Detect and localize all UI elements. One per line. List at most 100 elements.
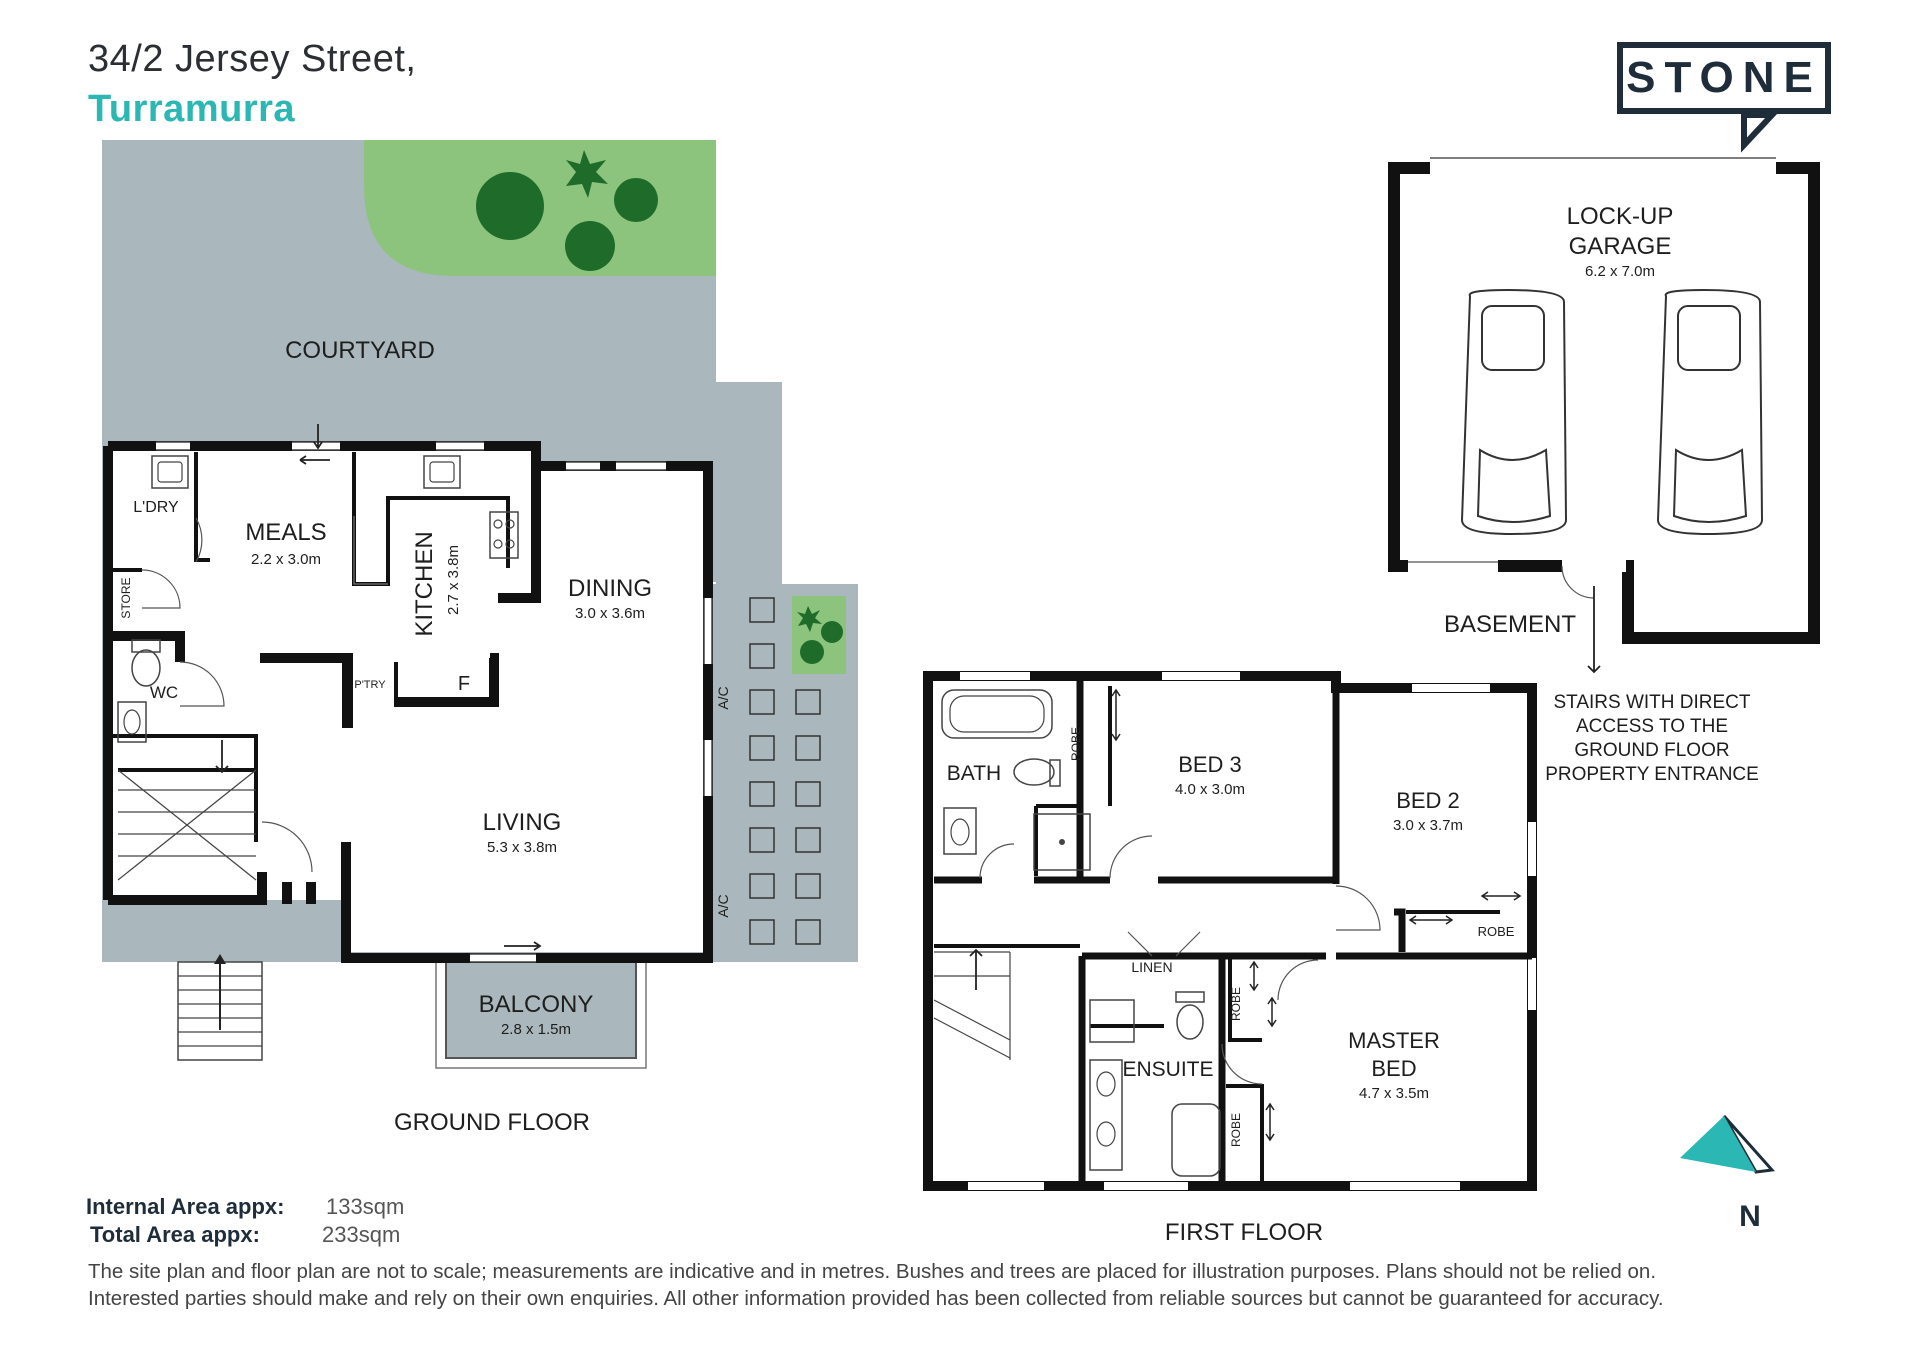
cistern — [1175, 991, 1205, 1003]
shower-icon — [1033, 813, 1091, 871]
bed3-door-swing — [1109, 835, 1153, 879]
laundry-tub-icon — [151, 455, 189, 489]
entry-arrow — [313, 424, 323, 450]
bench-outline — [353, 516, 388, 585]
palm-icon — [566, 150, 608, 198]
robe-arrows — [1111, 688, 1522, 1142]
label-bed3: BED 3 — [1178, 752, 1242, 777]
store-door-swing — [141, 569, 181, 609]
dims-living: 5.3 x 3.8m — [487, 839, 557, 856]
garage-door-swing — [1561, 565, 1595, 599]
window-gap — [1408, 560, 1498, 572]
logo-tail — [1741, 112, 1779, 153]
dims-kitchen: 2.7 x 3.8m — [445, 545, 462, 615]
balcony-floor — [445, 961, 637, 1059]
stairs-note-line1: STAIRS WITH DIRECT — [1553, 692, 1750, 713]
label-store: STORE — [119, 577, 133, 618]
plant-icon — [800, 640, 824, 664]
garage-door-gap — [1430, 160, 1776, 174]
car-icon — [1656, 288, 1764, 536]
arrow-head — [214, 954, 226, 964]
door-gap — [1562, 558, 1626, 572]
ground-floor-interior — [103, 424, 713, 963]
label-robe-bed3: ROBE — [1069, 727, 1083, 761]
label-kitchen: KITCHEN — [411, 531, 438, 636]
label-bed2: BED 2 — [1396, 788, 1460, 813]
ensuite-shower-icon — [1089, 999, 1135, 1043]
label-master-line1: MASTER — [1348, 1028, 1440, 1053]
tub-inner — [949, 695, 1045, 733]
basin-bowl — [1096, 1071, 1116, 1097]
ensuite-bath-icon — [1171, 1103, 1221, 1177]
plant-icon — [797, 606, 822, 632]
label-ac-2: A/C — [715, 894, 731, 917]
label-robe-bed2: ROBE — [1478, 924, 1515, 939]
basin-bowl — [950, 818, 970, 846]
dims-meals: 2.2 x 3.0m — [251, 551, 321, 568]
door-post — [306, 882, 316, 904]
stairs-note-line4: PROPERTY ENTRANCE — [1545, 764, 1759, 785]
car-icon — [1460, 288, 1568, 536]
paving-tiles — [749, 597, 821, 945]
internal-area-label: Internal Area appx: — [86, 1194, 285, 1219]
dims-bed2: 3.0 x 3.7m — [1393, 817, 1463, 834]
stairs-arrow — [1587, 586, 1601, 674]
label-first-floor: FIRST FLOOR — [1165, 1219, 1323, 1246]
wc-basin-icon — [117, 701, 147, 743]
vanity-icon — [1089, 1059, 1123, 1171]
ensuite-toilet-icon — [1176, 1004, 1204, 1040]
cistern — [131, 639, 161, 653]
stair-arrow — [215, 740, 229, 774]
label-garage-line2: GARAGE — [1569, 233, 1672, 260]
label-pantry: P'TRY — [354, 679, 386, 691]
dims-master: 4.7 x 3.5m — [1359, 1085, 1429, 1102]
label-wc: WC — [150, 683, 178, 702]
linen-doors — [1127, 931, 1201, 957]
disclaimer: The site plan and floor plan are not to … — [88, 1258, 1868, 1312]
stone-logo: STONE — [1617, 42, 1837, 116]
label-dining: DINING — [568, 575, 652, 602]
dims-balcony: 2.8 x 1.5m — [501, 1021, 571, 1038]
ff-thin-walls — [934, 686, 1500, 1182]
compass-needle — [1680, 1116, 1756, 1172]
label-basement: BASEMENT — [1444, 611, 1576, 638]
stair-arrow — [969, 948, 983, 990]
logo-frame — [1617, 42, 1831, 114]
label-ensuite: ENSUITE — [1122, 1058, 1213, 1081]
label-master-line2: BED — [1371, 1056, 1416, 1081]
bed2-door-swing — [1335, 885, 1381, 931]
logo-text: STONE — [1626, 53, 1822, 102]
stairs-first — [933, 951, 1011, 1060]
total-area-label: Total Area appx: — [90, 1222, 260, 1247]
sliding-door-arrow — [504, 941, 542, 951]
label-robe-master-2: ROBE — [1229, 1113, 1243, 1147]
sink-icon — [423, 455, 461, 489]
total-area-value: 233sqm — [322, 1222, 401, 1247]
cooktop-burners — [493, 519, 515, 549]
label-laundry: L'DRY — [133, 499, 179, 516]
label-garage-line1: LOCK-UP — [1567, 203, 1674, 230]
ground-walls — [103, 441, 713, 963]
label-bath: BATH — [947, 762, 1001, 785]
entry-door-swing — [261, 821, 313, 873]
label-fridge: F — [458, 673, 470, 695]
ensuite-door-swing — [1221, 1043, 1263, 1085]
label-courtyard: COURTYARD — [285, 337, 435, 364]
compass-label: N — [1739, 1200, 1761, 1233]
tree-icon — [614, 178, 658, 222]
label-balcony: BALCONY — [479, 991, 594, 1018]
first-floor — [923, 671, 1537, 1191]
label-meals: MEALS — [245, 519, 326, 546]
internal-area-value: 133sqm — [326, 1194, 405, 1219]
plan-labels: COURTYARD L'DRY MEALS 2.2 x 3.0m KITCHEN… — [119, 203, 1761, 1246]
bath-toilet-icon — [1013, 758, 1055, 786]
stairs-ground — [117, 769, 257, 881]
bathtub-icon — [941, 689, 1053, 739]
label-robe-master-1: ROBE — [1229, 987, 1243, 1021]
cooktop-icon — [489, 511, 519, 559]
laundry-door-swing — [195, 517, 203, 563]
master-door-swing — [1277, 959, 1319, 1001]
shower-drain — [1059, 839, 1065, 845]
tub-basin — [157, 461, 183, 483]
